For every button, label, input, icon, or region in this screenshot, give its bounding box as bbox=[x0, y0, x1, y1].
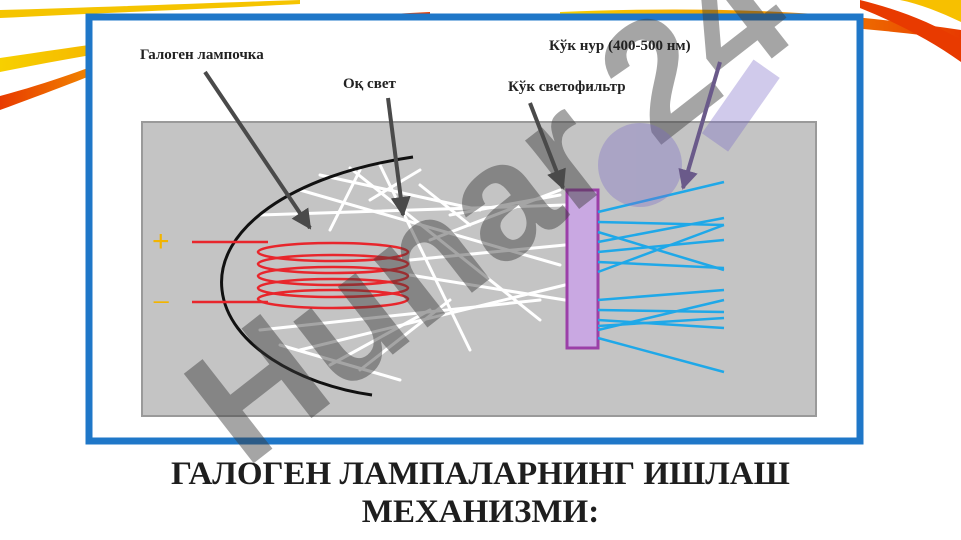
blue-rays bbox=[597, 180, 725, 374]
page-title-line-1: ГАЛОГЕН ЛАМПАЛАРНИНГ ИШЛАШ bbox=[171, 456, 790, 492]
label-blue-ray: Кўк нур (400-500 нм) bbox=[549, 38, 691, 54]
arrow-blue-filter bbox=[528, 102, 566, 190]
reflector bbox=[220, 155, 414, 397]
arrow-white-light bbox=[386, 97, 411, 217]
label-white-light: Оқ свет bbox=[343, 76, 396, 92]
arrow-blue-ray bbox=[678, 61, 722, 190]
plus-sign: + bbox=[152, 225, 170, 258]
minus-sign: _ bbox=[153, 274, 169, 304]
blue-filter bbox=[565, 188, 600, 350]
lamp-wires bbox=[192, 240, 268, 304]
arrow-halogen-lamp bbox=[203, 70, 312, 230]
label-halogen-lamp: Галоген лампочка bbox=[140, 47, 264, 63]
lamp-coil bbox=[256, 241, 410, 310]
watermark-accent bbox=[598, 59, 780, 207]
page-title-line-2: МЕХАНИЗМИ: bbox=[361, 494, 600, 530]
label-blue-filter: Кўк светофильтр bbox=[508, 79, 626, 95]
page-title: ГАЛОГЕН ЛАМПАЛАРНИНГ ИШЛАШ МЕХАНИЗМИ: bbox=[0, 455, 961, 531]
